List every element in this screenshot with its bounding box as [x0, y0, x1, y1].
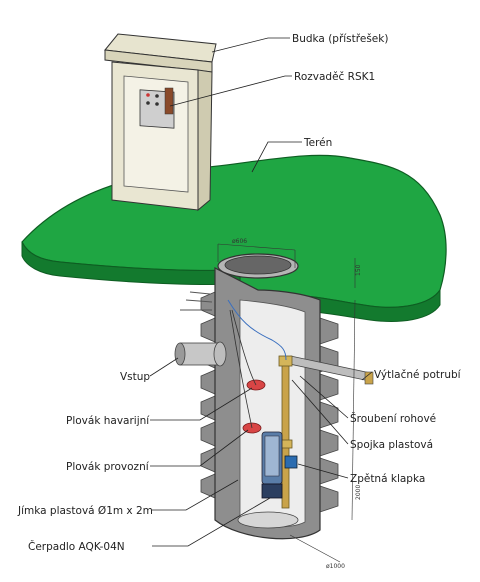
cable-stubs	[180, 291, 213, 311]
power-cable	[227, 299, 287, 361]
label-plovak-provozni: Plovák provozní	[66, 461, 150, 473]
dim-top-diameter: ø606	[232, 238, 247, 245]
label-teren: Terén	[303, 137, 332, 149]
label-cerpadlo: Čerpadlo AQK-04N	[28, 540, 125, 553]
label-jimka: Jímka plastová Ø1m x 2m	[17, 505, 153, 517]
dim-height: 2000	[355, 485, 362, 500]
switchboard	[139, 87, 175, 129]
inlet-pipe	[174, 341, 227, 367]
tank-ribs-left	[200, 291, 216, 499]
dimension-lines	[217, 243, 356, 563]
label-sroubeni-rohove: Šroubení rohové	[350, 412, 436, 425]
pump	[261, 431, 283, 499]
label-rozvadec: Rozvaděč RSK1	[294, 71, 375, 83]
dim-depth-small: 150	[355, 264, 362, 276]
label-spojka-plastova: Spojka plastová	[350, 439, 433, 451]
dim-bottom-diameter: ø1000	[326, 563, 345, 570]
label-budka: Budka (přístřešek)	[292, 33, 388, 45]
label-plovak-havarijni: Plovák havarijní	[66, 415, 150, 427]
float-emergency	[231, 309, 266, 391]
label-zpetna-klapka: Zpětná klapka	[350, 473, 425, 485]
kiosk	[104, 33, 217, 212]
label-vstup: Vstup	[120, 371, 150, 383]
check-valve	[284, 455, 298, 469]
label-vytlacne-potrubi: Výtlačné potrubí	[374, 369, 462, 381]
leader-lines	[149, 37, 373, 547]
